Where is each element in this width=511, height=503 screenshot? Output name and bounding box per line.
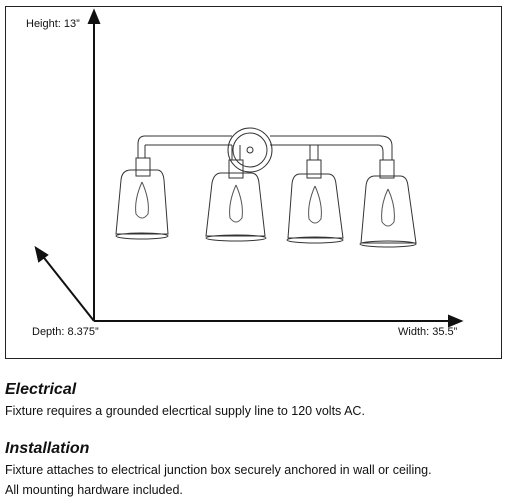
installation-heading: Installation — [5, 440, 90, 457]
installation-text-line1: Fixture attaches to electrical junction … — [5, 463, 432, 477]
width-label: Width: 35.5” — [398, 326, 458, 338]
depth-arrowhead — [34, 245, 49, 263]
width-arrowhead — [448, 314, 464, 328]
depth-axis — [40, 253, 95, 322]
height-arrowhead — [87, 8, 101, 24]
electrical-text: Fixture requires a grounded elecrtical s… — [5, 404, 365, 418]
vanity-light-fixture — [115, 127, 417, 248]
height-label: Height: 13” — [26, 18, 80, 30]
depth-label: Depth: 8.375” — [32, 326, 99, 338]
installation-text-line2: All mounting hardware included. — [5, 483, 183, 497]
electrical-heading: Electrical — [5, 381, 77, 398]
dimension-diagram-frame — [5, 6, 502, 359]
